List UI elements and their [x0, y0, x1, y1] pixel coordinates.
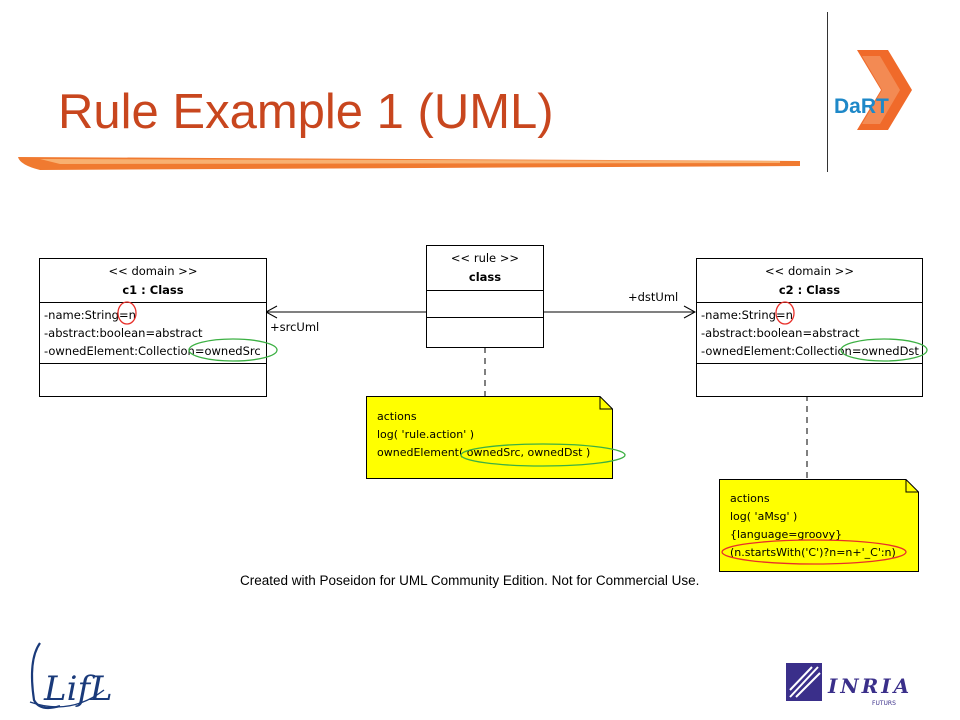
class-box-c2[interactable]: << domain >> c2 : Class -name:String=n -…: [696, 258, 923, 397]
class-box-rule[interactable]: << rule >> class: [426, 245, 544, 348]
src-role-label: +srcUml: [270, 320, 320, 334]
c2-name: c2 : Class: [778, 283, 841, 297]
c2-stereotype: << domain >>: [765, 264, 854, 278]
dst-role-label: +dstUml: [628, 290, 679, 304]
c1-attr-owned-element: -ownedElement:Collection=ownedSrc: [44, 344, 261, 358]
c1-name: c1 : Class: [122, 283, 184, 297]
c2-attr-abstract: -abstract:boolean=abstract: [701, 326, 860, 340]
note2-line-1: actions: [730, 492, 770, 505]
c1-attr-abstract: -abstract:boolean=abstract: [44, 326, 203, 340]
header-divider: [827, 12, 828, 172]
class-box-c1[interactable]: << domain >> c1 : Class -name:String=n -…: [39, 258, 267, 397]
note2-line-3: {language=groovy}: [730, 528, 843, 541]
note2-line-2: log( 'aMsg' ): [730, 510, 798, 523]
rule-stereotype: << rule >>: [450, 251, 520, 265]
arrow-dst-icon: [683, 305, 697, 319]
poseidon-footer: Created with Poseidon for UML Community …: [240, 573, 700, 588]
rule-name: class: [468, 270, 502, 284]
note1-line-2: log( 'rule.action' ): [377, 428, 475, 441]
note-rule-actions[interactable]: actions log( 'rule.action' ) ownedElemen…: [366, 396, 613, 479]
c1-stereotype: << domain >>: [108, 264, 198, 278]
note1-line-3: ownedElement( ownedSrc, ownedDst ): [377, 446, 591, 459]
slide-title: Rule Example 1 (UML): [58, 85, 554, 139]
c2-attr-owned-element: -ownedElement:Collection=ownedDst: [701, 344, 919, 358]
c2-attr-name: -name:String=n: [701, 308, 793, 322]
c1-attr-name: -name:String=n: [44, 308, 136, 322]
note2-line-4: (n.startsWith('C')?n=n+'_C':n): [730, 546, 896, 559]
note1-line-1: actions: [377, 410, 417, 423]
note-groovy-actions[interactable]: actions log( 'aMsg' ) {language=groovy} …: [719, 479, 919, 572]
rule-attr-compartment: [427, 291, 543, 318]
